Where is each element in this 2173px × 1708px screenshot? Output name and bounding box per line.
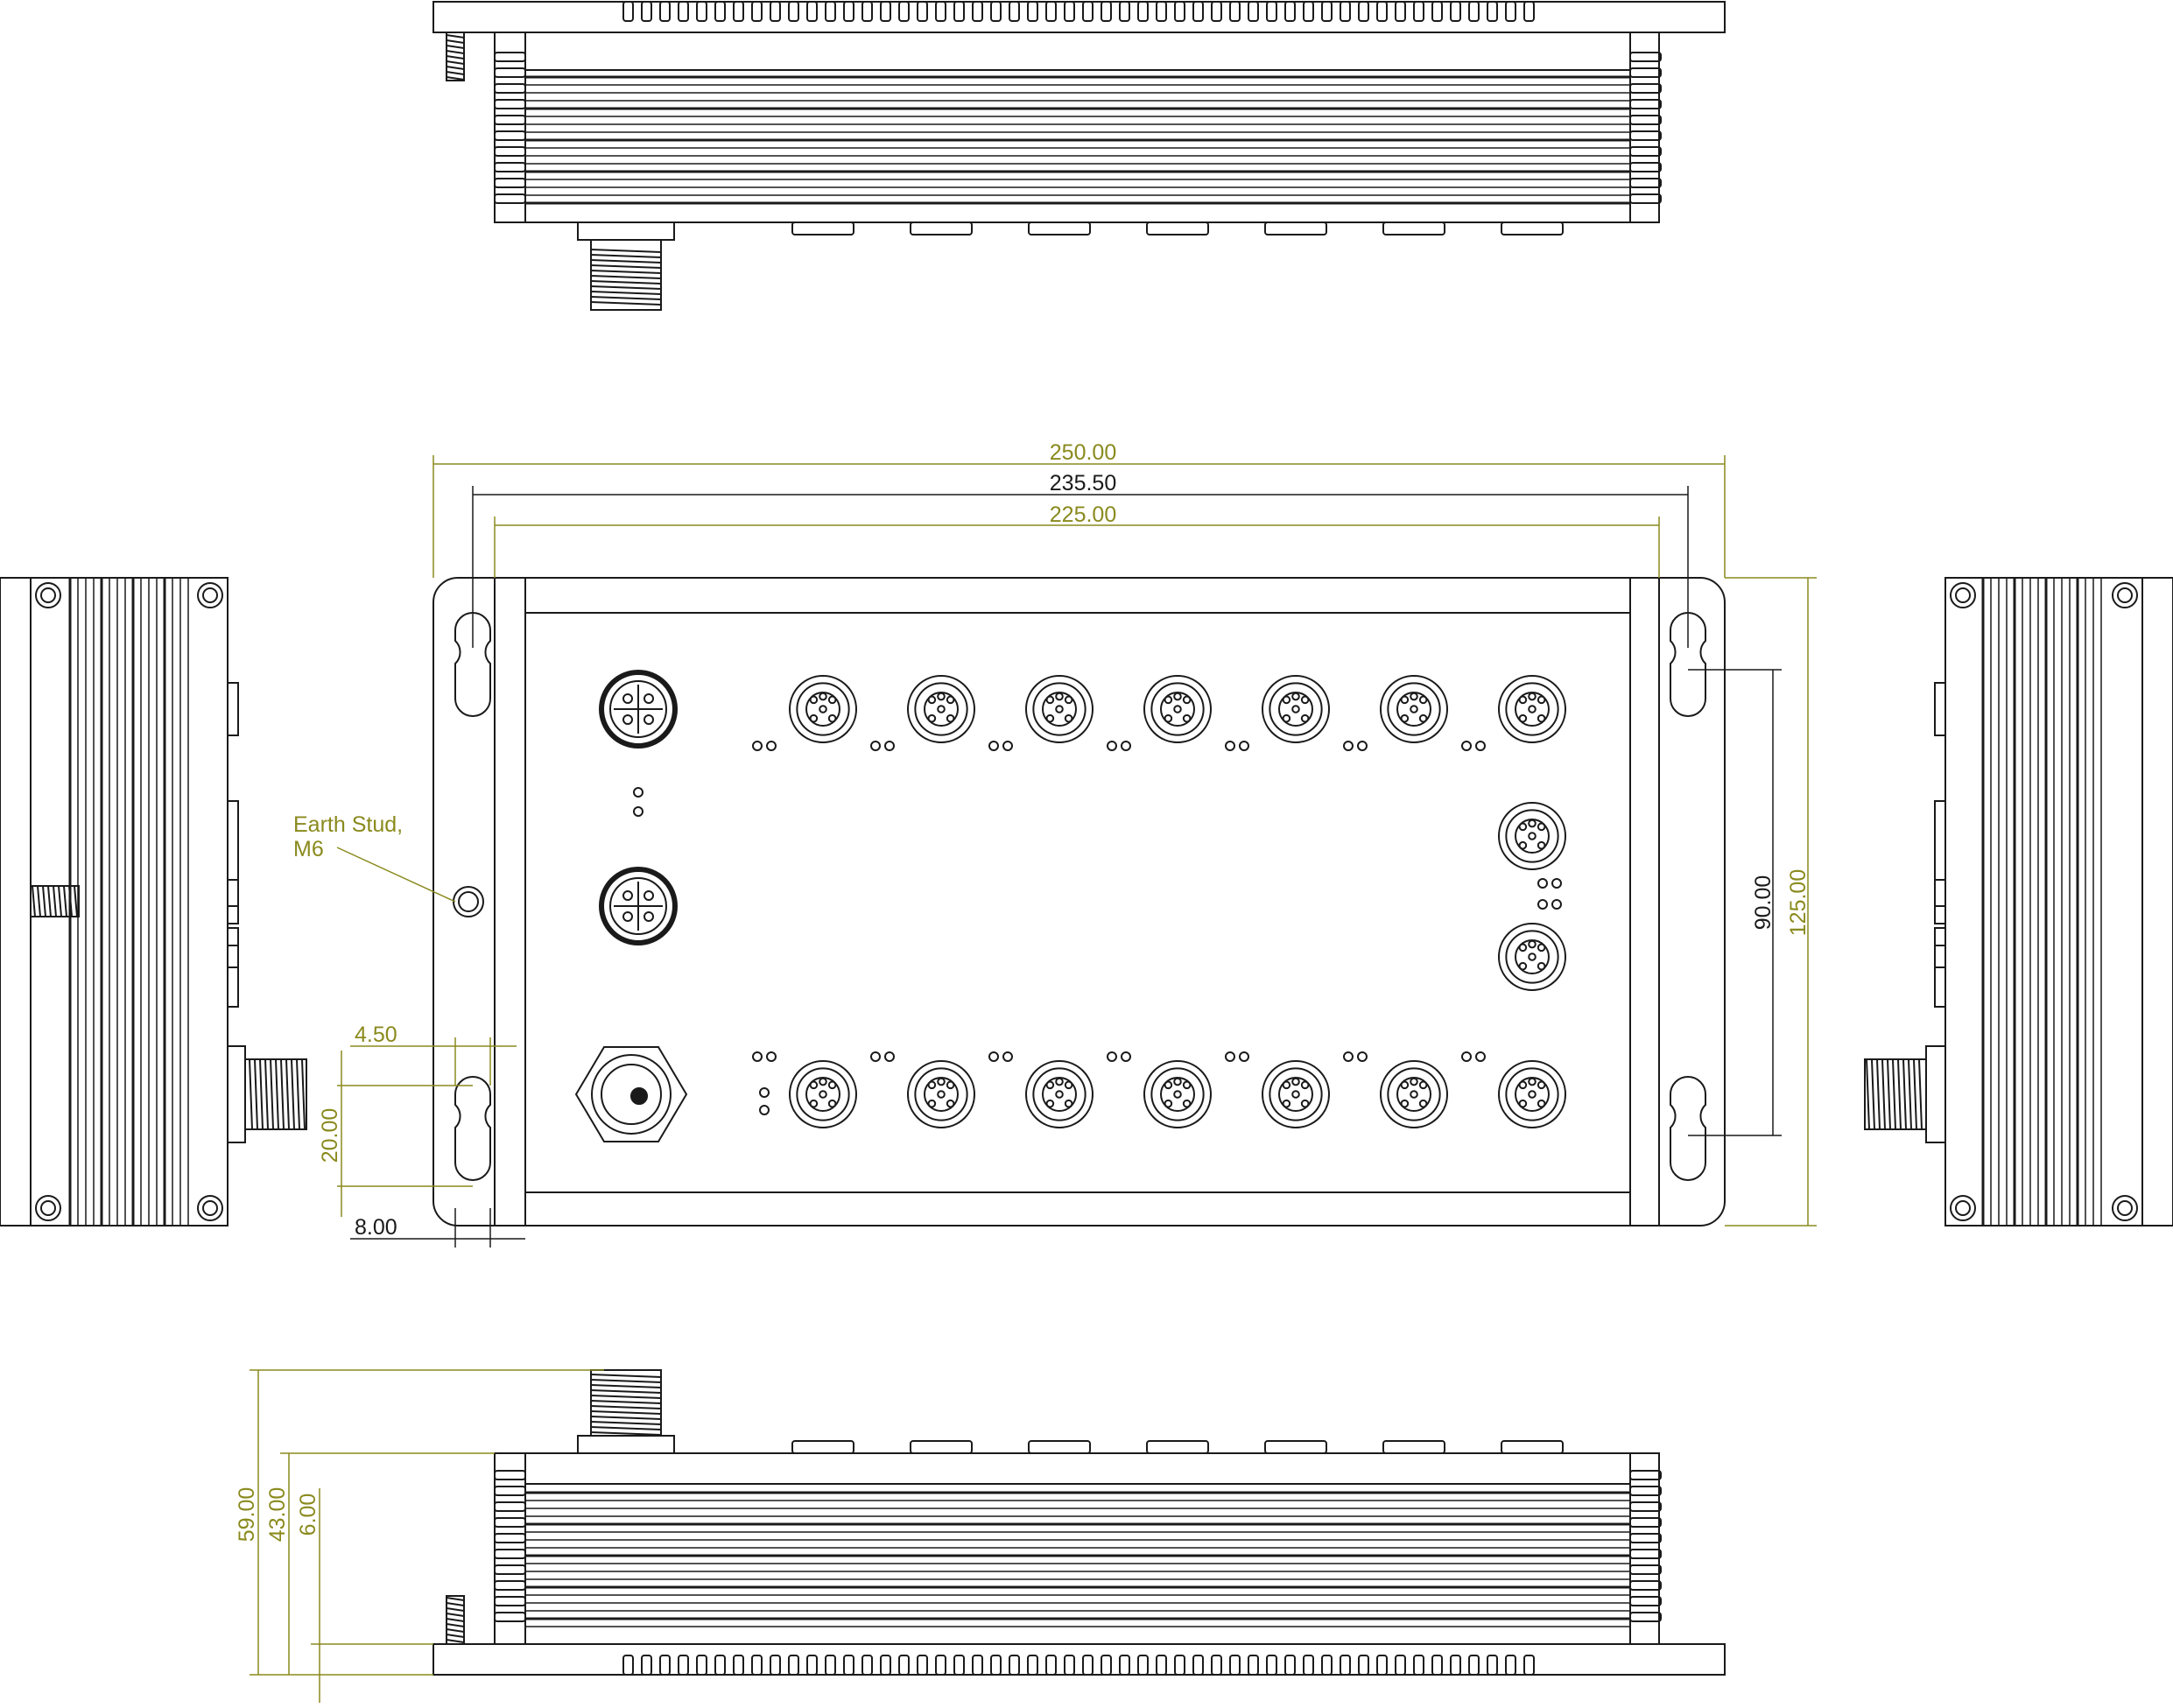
status-led bbox=[1537, 878, 1548, 889]
top-port-nubs bbox=[791, 221, 1564, 235]
status-led bbox=[1239, 741, 1249, 751]
dim-overall-height: 59.00 bbox=[235, 1487, 259, 1543]
earth-stud-label-line1: Earth Stud, bbox=[293, 812, 403, 837]
status-led bbox=[884, 741, 895, 751]
status-led bbox=[1475, 1051, 1486, 1062]
dim-body-width: 225.00 bbox=[1050, 503, 1116, 527]
top-side-fins-right bbox=[1629, 52, 1662, 204]
status-led bbox=[1002, 1051, 1013, 1062]
m12-port-left-2 bbox=[599, 867, 678, 945]
dim-slot-width: 8.00 bbox=[355, 1215, 397, 1240]
status-led bbox=[1551, 878, 1562, 889]
status-led bbox=[988, 1051, 999, 1062]
dim-slot-length: 20.00 bbox=[318, 1108, 342, 1163]
status-led bbox=[1121, 741, 1131, 751]
status-led bbox=[1461, 1051, 1472, 1062]
status-led bbox=[752, 1051, 763, 1062]
status-led bbox=[766, 741, 777, 751]
m12-port-bottom-1 bbox=[789, 1060, 857, 1128]
left-connectors bbox=[599, 670, 678, 945]
status-led bbox=[870, 1051, 881, 1062]
m12-port-top-3 bbox=[1025, 675, 1094, 743]
m12-port-bottom-6 bbox=[1380, 1060, 1448, 1128]
m12-port-bottom-4 bbox=[1143, 1060, 1212, 1128]
dim-slot-edge-offset: 4.50 bbox=[355, 1023, 397, 1047]
m12-port-top-5 bbox=[1262, 675, 1330, 743]
top-heatsink-ribs bbox=[525, 75, 1630, 205]
earth-stud-label-line2: M6 bbox=[293, 837, 324, 861]
top-side-fins-left bbox=[494, 52, 526, 204]
mounting-slot-bottom-left bbox=[454, 1076, 491, 1181]
mounting-slot-top-left bbox=[454, 612, 491, 717]
dim-overall-width: 250.00 bbox=[1050, 440, 1116, 465]
front-plan-view bbox=[432, 577, 1726, 1227]
status-leds bbox=[633, 741, 1562, 1115]
bottom-antenna-stub bbox=[446, 1595, 465, 1645]
status-led bbox=[1343, 1051, 1354, 1062]
dim-body-height: 43.00 bbox=[265, 1487, 290, 1543]
m12-port-bottom-2 bbox=[907, 1060, 975, 1128]
status-led bbox=[1002, 741, 1013, 751]
status-led bbox=[988, 741, 999, 751]
status-led bbox=[1357, 741, 1368, 751]
top-elevation-view bbox=[432, 1, 1726, 311]
left-antenna-stub bbox=[30, 885, 80, 917]
m12-port-bottom-5 bbox=[1262, 1060, 1330, 1128]
mounting-slot-bottom-right bbox=[1670, 1076, 1706, 1181]
dim-overall-depth: 125.00 bbox=[1786, 869, 1811, 936]
status-led bbox=[870, 741, 881, 751]
dim-mounting-vertical-span: 90.00 bbox=[1751, 875, 1776, 931]
m12-port-top-4 bbox=[1143, 675, 1212, 743]
top-cooling-fins bbox=[622, 1, 1535, 22]
m12-port-top-6 bbox=[1380, 675, 1448, 743]
status-led bbox=[633, 787, 643, 798]
status-led bbox=[1343, 741, 1354, 751]
m12-port-bottom-7 bbox=[1498, 1060, 1566, 1128]
status-led bbox=[1357, 1051, 1368, 1062]
housing-body bbox=[494, 577, 1660, 1227]
m12-port-right-1 bbox=[1498, 802, 1566, 870]
dim-flange-thickness: 6.00 bbox=[296, 1494, 320, 1536]
status-led bbox=[752, 741, 763, 751]
status-led bbox=[1107, 1051, 1117, 1062]
m12-port-right-2 bbox=[1498, 923, 1566, 991]
top-power-connector bbox=[590, 239, 662, 311]
status-led bbox=[1107, 741, 1117, 751]
status-led bbox=[633, 806, 643, 817]
right-side-view bbox=[1864, 577, 2173, 1227]
status-led bbox=[1551, 899, 1562, 910]
mounting-slot-top-right bbox=[1670, 612, 1706, 717]
power-connector-hex bbox=[574, 1046, 688, 1142]
m12-port-bottom-3 bbox=[1025, 1060, 1094, 1128]
earth-stud bbox=[453, 886, 484, 917]
status-led bbox=[1461, 741, 1472, 751]
bottom-elevation-view bbox=[432, 1369, 1726, 1676]
status-led bbox=[1475, 741, 1486, 751]
m12-port-top-2 bbox=[907, 675, 975, 743]
status-led bbox=[1239, 1051, 1249, 1062]
left-side-view bbox=[0, 577, 307, 1227]
status-led bbox=[1225, 741, 1235, 751]
m12-port-left-1 bbox=[599, 670, 678, 749]
status-led bbox=[766, 1051, 777, 1062]
front-ports bbox=[789, 675, 1566, 1128]
status-led bbox=[759, 1087, 770, 1098]
m12-port-top-7 bbox=[1498, 675, 1566, 743]
status-led bbox=[1121, 1051, 1131, 1062]
status-led bbox=[884, 1051, 895, 1062]
m12-port-top-1 bbox=[789, 675, 857, 743]
dim-mounting-hole-span: 235.50 bbox=[1050, 471, 1116, 496]
status-led bbox=[1225, 1051, 1235, 1062]
status-led bbox=[1537, 899, 1548, 910]
status-led bbox=[759, 1105, 770, 1115]
dimension-lines bbox=[250, 455, 1817, 1703]
